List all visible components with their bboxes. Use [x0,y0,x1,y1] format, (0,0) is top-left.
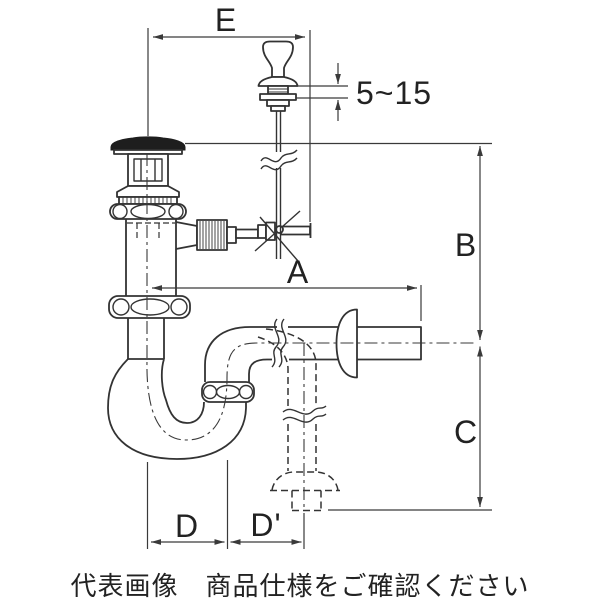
dimension-c: C [328,346,492,511]
hidden-floor-outlet [257,328,340,512]
trap-bend-outer [107,358,247,460]
clevis-block-2 [265,221,276,241]
riser-inner [248,358,272,382]
drain-bead-nut [109,203,187,220]
e-label: E [215,2,237,38]
pivot-nut-knurling [199,221,225,249]
overflow-slot-lines [140,159,156,181]
drain-flare [116,185,180,198]
d-label: D [175,508,199,544]
riser-outer [204,326,277,382]
knob-thread-lines [268,88,288,93]
p-trap [107,295,277,460]
horizontal-pipe-left [288,326,336,361]
drain-flange [110,136,186,151]
branch-cone [175,221,198,250]
dimension-d-prime: D' [230,507,305,549]
downpipe-break-wave-2 [282,413,327,423]
slip-nut-lower-bead-center [215,384,241,400]
hidden-floor-flange-dome [271,471,339,491]
popup-drain-body [109,136,187,296]
pivot-rod-assembly [175,210,312,262]
trap-inlet-tube [127,318,165,360]
dimension-a: A [152,254,422,321]
d-prime-label: D' [250,507,281,543]
drain-tailpiece [125,219,177,296]
hidden-floor-stub [291,490,322,512]
a-label: A [287,254,309,290]
lift-adjust-label: 5~15 [356,75,432,111]
caption: 代表画像 商品仕様をご確認ください [70,571,530,600]
trap-centerline [146,153,474,441]
slip-nut-upper-bead-left [112,298,130,316]
b-label: B [455,227,477,263]
downpipe-break-wave-1 [282,405,327,415]
drain-locknut [118,196,178,205]
centerlines [146,153,474,511]
pivot-rod-right [280,225,311,236]
knob-thread-section [267,85,289,95]
knob-step [270,105,286,112]
overflow-slot [133,158,163,182]
dimension-lift-adjust: 5~15 [296,63,432,121]
pivot-step [226,226,237,244]
c-label: C [454,414,478,450]
drain-hidden-lines [127,222,175,241]
drain-bead-center [130,203,166,220]
slip-nut-upper-bead-right [170,298,188,316]
knob-bell-flange [257,76,299,87]
pivot-rod-left [235,228,259,239]
drain-bead-right [168,203,184,220]
lift-rod [275,111,282,259]
dimension-e: E [147,2,311,222]
slip-nut-upper-bead-center [130,298,170,316]
hidden-elbow-outer [265,328,317,407]
pipe-break-wave-2 [278,318,287,368]
clevis-block-1 [257,224,267,239]
dimension-d: D [146,460,229,549]
drain-locknut-knurling [122,197,172,204]
rod-break-wave-2 [260,157,298,171]
hidden-downpipe [287,424,317,471]
dimension-b: B [185,142,492,340]
rod-break-wave-1 [260,149,298,163]
pipe-break-wave-1 [271,318,280,368]
clip-diagonal-2 [259,216,299,262]
drain-bead-left [112,203,128,220]
pull-knob [262,40,294,78]
hidden-elbow-inner [257,336,289,407]
trap-bend-inner [160,358,205,424]
slip-nut-upper [108,295,191,319]
